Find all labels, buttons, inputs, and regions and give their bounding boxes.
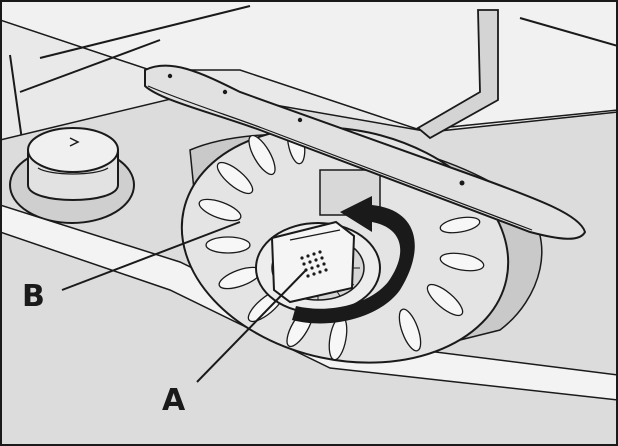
callout-label-b: B [22,279,45,314]
leader-line-b [61,221,241,291]
dispenser-cap-mark [69,137,80,147]
leader-line-a [196,269,307,383]
rotate-arrow-icon [292,205,415,324]
arm-support-bracket [416,9,499,140]
dispenser-cap-ridge [37,167,109,175]
tub-side-edge [9,54,23,141]
fine-filter-handle-ridge [289,229,341,241]
rotate-arrowhead-icon [340,196,372,232]
tub-back-wall [0,0,618,131]
spray-arm-nozzles [167,73,465,186]
rack-rail-upper [39,5,251,59]
rack-rail-lower [19,39,161,93]
lower-spray-arm [144,64,587,240]
callout-label-a: A [162,383,186,418]
fine-filter-handle [270,220,356,304]
rack-rail-right [519,17,618,47]
lower-spray-arm-edge [147,85,533,231]
dispenser-cap-top [27,127,119,173]
